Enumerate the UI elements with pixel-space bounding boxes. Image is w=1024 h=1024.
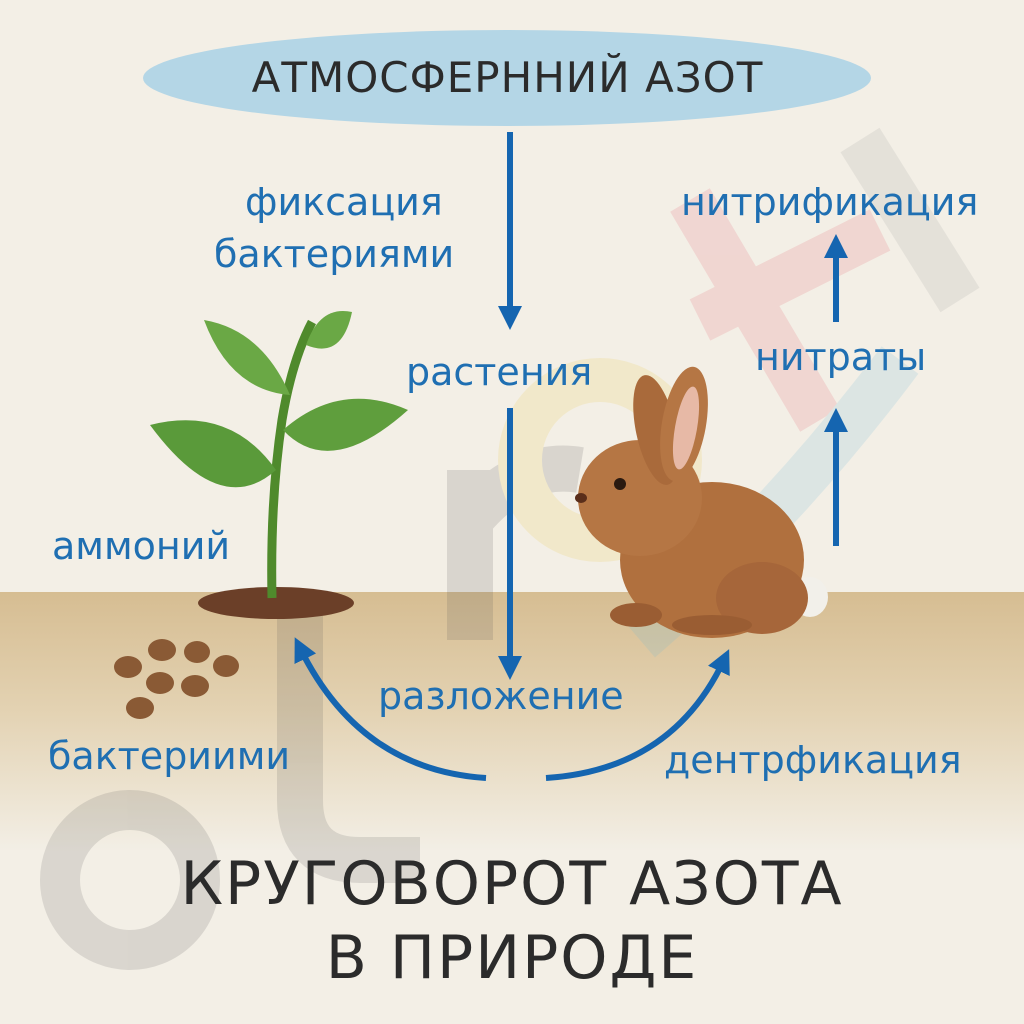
- rabbit-hind-leg: [716, 562, 808, 634]
- rabbit-eye: [614, 478, 626, 490]
- rabbit-ear-inner: [672, 386, 700, 470]
- arrow-curve-to-ammonium: [294, 637, 487, 781]
- label-fixation-line1: фиксация: [245, 180, 443, 224]
- label-bacteria: бактериими: [48, 734, 291, 778]
- plant-leaf-right: [283, 398, 408, 451]
- plant-leaf-left: [150, 420, 276, 488]
- rabbit-front-paw: [610, 603, 662, 627]
- label-denitrification: дентрфикация: [664, 738, 962, 782]
- label-fixation-line2: бактериями: [214, 232, 455, 276]
- rabbit: [575, 366, 828, 638]
- rabbit-nose: [575, 493, 587, 503]
- atmospheric-nitrogen-label: АТМОСФЕРННИЙ АЗОТ: [251, 53, 764, 102]
- atmosphere-ellipse: [143, 30, 871, 126]
- soil-mound: [198, 587, 354, 619]
- label-decomposition: разложение: [378, 674, 624, 718]
- rabbit-foot: [672, 615, 752, 635]
- plant-leaf-top: [306, 310, 352, 349]
- plant-stem: [267, 319, 316, 599]
- title-line1: КРУГОВОРОТ АЗОТА: [180, 849, 844, 919]
- plant-sprout: [150, 310, 408, 619]
- plant-leaf-upper-left: [204, 320, 290, 395]
- label-plants: растения: [406, 350, 593, 394]
- title-line2: В ПРИРОДЕ: [325, 923, 699, 993]
- label-nitrification: нитрификация: [681, 180, 979, 224]
- label-ammonium: аммоний: [52, 524, 231, 568]
- bacteria-pellets: [114, 639, 239, 719]
- label-nitrates: нитраты: [755, 335, 927, 379]
- arrow-curve-to-denitrification: [545, 649, 730, 781]
